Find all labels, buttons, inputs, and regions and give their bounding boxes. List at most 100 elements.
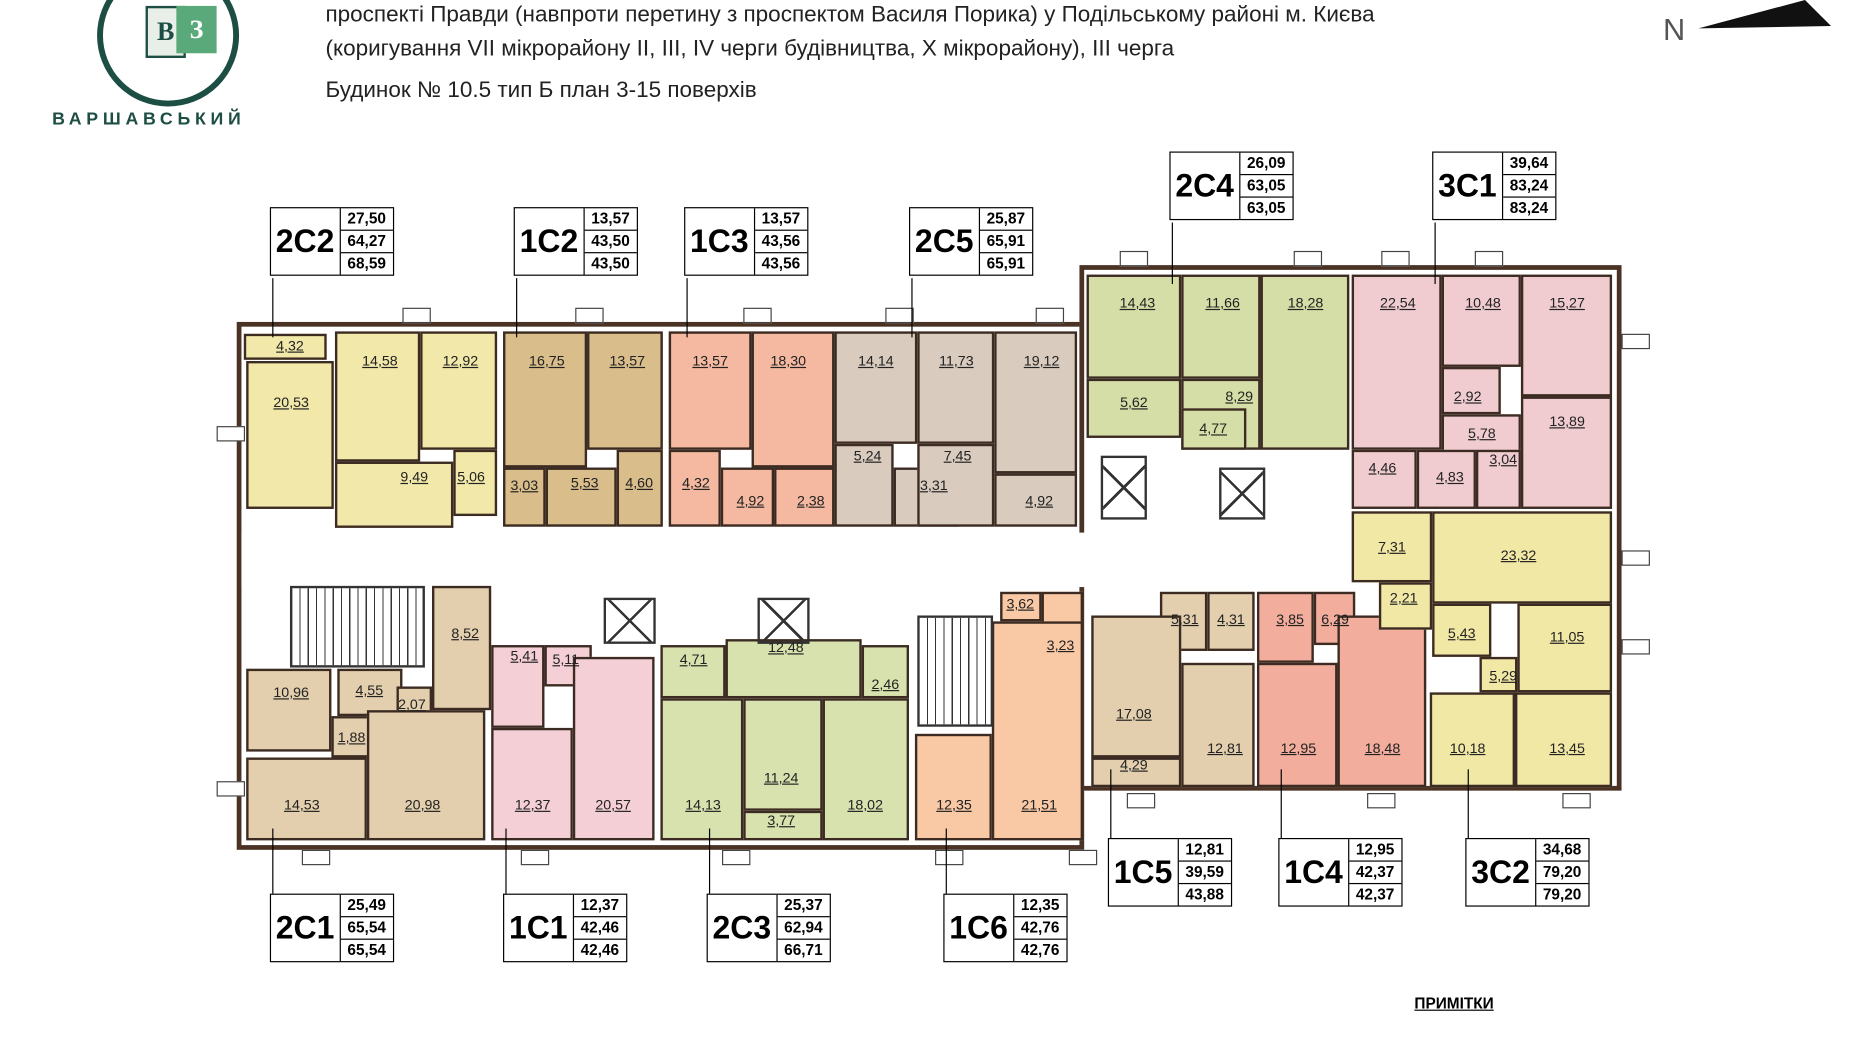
apartment-area-value: 12,37 bbox=[573, 895, 627, 918]
room bbox=[834, 443, 894, 527]
leader-line bbox=[1171, 222, 1173, 285]
leader-line bbox=[686, 278, 688, 338]
apartment-code: 2С1 bbox=[275, 909, 335, 946]
apartment-code: 1С6 bbox=[949, 909, 1008, 946]
apartment-area-value: 39,59 bbox=[1178, 862, 1232, 885]
apartment-area-value: 12,81 bbox=[1178, 839, 1232, 862]
developer-logo: В З bbox=[97, 0, 240, 107]
window bbox=[1367, 793, 1396, 809]
apartment-code: 2С5 bbox=[914, 223, 974, 259]
room bbox=[1091, 757, 1182, 788]
apartment-area-value: 43,88 bbox=[1185, 885, 1224, 904]
window bbox=[1119, 250, 1149, 267]
window bbox=[520, 849, 550, 866]
window bbox=[1293, 250, 1323, 267]
leader-line bbox=[505, 828, 507, 894]
apartment-area-value: 39,64 bbox=[1502, 153, 1556, 176]
compass-north-label: N bbox=[1662, 11, 1686, 48]
room bbox=[720, 467, 775, 527]
apartment-area-value: 43,56 bbox=[761, 254, 801, 273]
window bbox=[1621, 639, 1650, 655]
leader-line bbox=[911, 278, 913, 338]
window bbox=[301, 849, 331, 866]
room bbox=[616, 449, 663, 527]
room bbox=[1351, 511, 1433, 583]
apartment-area-value: 65,91 bbox=[986, 254, 1026, 273]
apartment-area-value: 34,68 bbox=[1535, 839, 1589, 862]
apartment-area-value: 79,20 bbox=[1542, 885, 1582, 904]
room bbox=[743, 698, 823, 811]
room bbox=[491, 645, 545, 728]
room bbox=[1091, 615, 1182, 758]
room bbox=[1441, 274, 1521, 367]
apartment-code: 2С3 bbox=[712, 909, 772, 946]
leader-line bbox=[272, 278, 274, 338]
leader-line bbox=[1280, 769, 1282, 838]
apartment-area-value: 12,35 bbox=[1013, 895, 1067, 918]
room bbox=[914, 733, 992, 841]
logo-name: ВАРШАВСЬКИЙ bbox=[52, 108, 246, 130]
room bbox=[1520, 396, 1613, 509]
apartment-area-value: 43,56 bbox=[754, 231, 808, 254]
room bbox=[668, 331, 752, 450]
room bbox=[1337, 615, 1427, 788]
room bbox=[545, 467, 617, 527]
room bbox=[774, 467, 835, 527]
window bbox=[1621, 550, 1650, 566]
room bbox=[660, 645, 726, 699]
room bbox=[1207, 591, 1255, 651]
apartment-area-value: 25,49 bbox=[340, 895, 394, 918]
window bbox=[1562, 793, 1591, 809]
elevator-icon bbox=[1219, 467, 1266, 520]
apartment-area-value: 66,71 bbox=[784, 940, 823, 959]
window bbox=[935, 849, 964, 866]
leader-line bbox=[516, 278, 518, 338]
elevator-icon bbox=[603, 597, 656, 644]
north-arrow-icon bbox=[1698, 0, 1832, 29]
apartment-area-value: 42,46 bbox=[573, 917, 627, 940]
room bbox=[1086, 274, 1182, 379]
room bbox=[503, 467, 546, 527]
room bbox=[1181, 408, 1247, 450]
room bbox=[725, 639, 862, 699]
room bbox=[1479, 656, 1518, 693]
stairs-icon bbox=[917, 615, 994, 727]
room bbox=[1429, 692, 1516, 788]
room bbox=[246, 668, 332, 752]
leader-line bbox=[1434, 222, 1436, 285]
room bbox=[366, 710, 486, 841]
header-line-1: проспекті Правди (навпроти перетину з пр… bbox=[325, 2, 1375, 28]
room bbox=[1000, 591, 1042, 622]
apartment-area-value: 63,05 bbox=[1239, 175, 1293, 198]
apartment-area-value: 65,54 bbox=[340, 917, 394, 940]
elevator-icon bbox=[757, 597, 810, 644]
apartment-area-value: 42,76 bbox=[1013, 917, 1067, 940]
apartment-area-value: 42,37 bbox=[1348, 862, 1402, 885]
room bbox=[1181, 662, 1255, 788]
room bbox=[743, 810, 823, 841]
stairs-icon bbox=[289, 585, 425, 668]
apartment-area-value: 43,50 bbox=[591, 254, 630, 273]
room bbox=[822, 698, 910, 841]
room bbox=[668, 449, 721, 527]
apartment-area-value: 13,57 bbox=[754, 208, 808, 231]
